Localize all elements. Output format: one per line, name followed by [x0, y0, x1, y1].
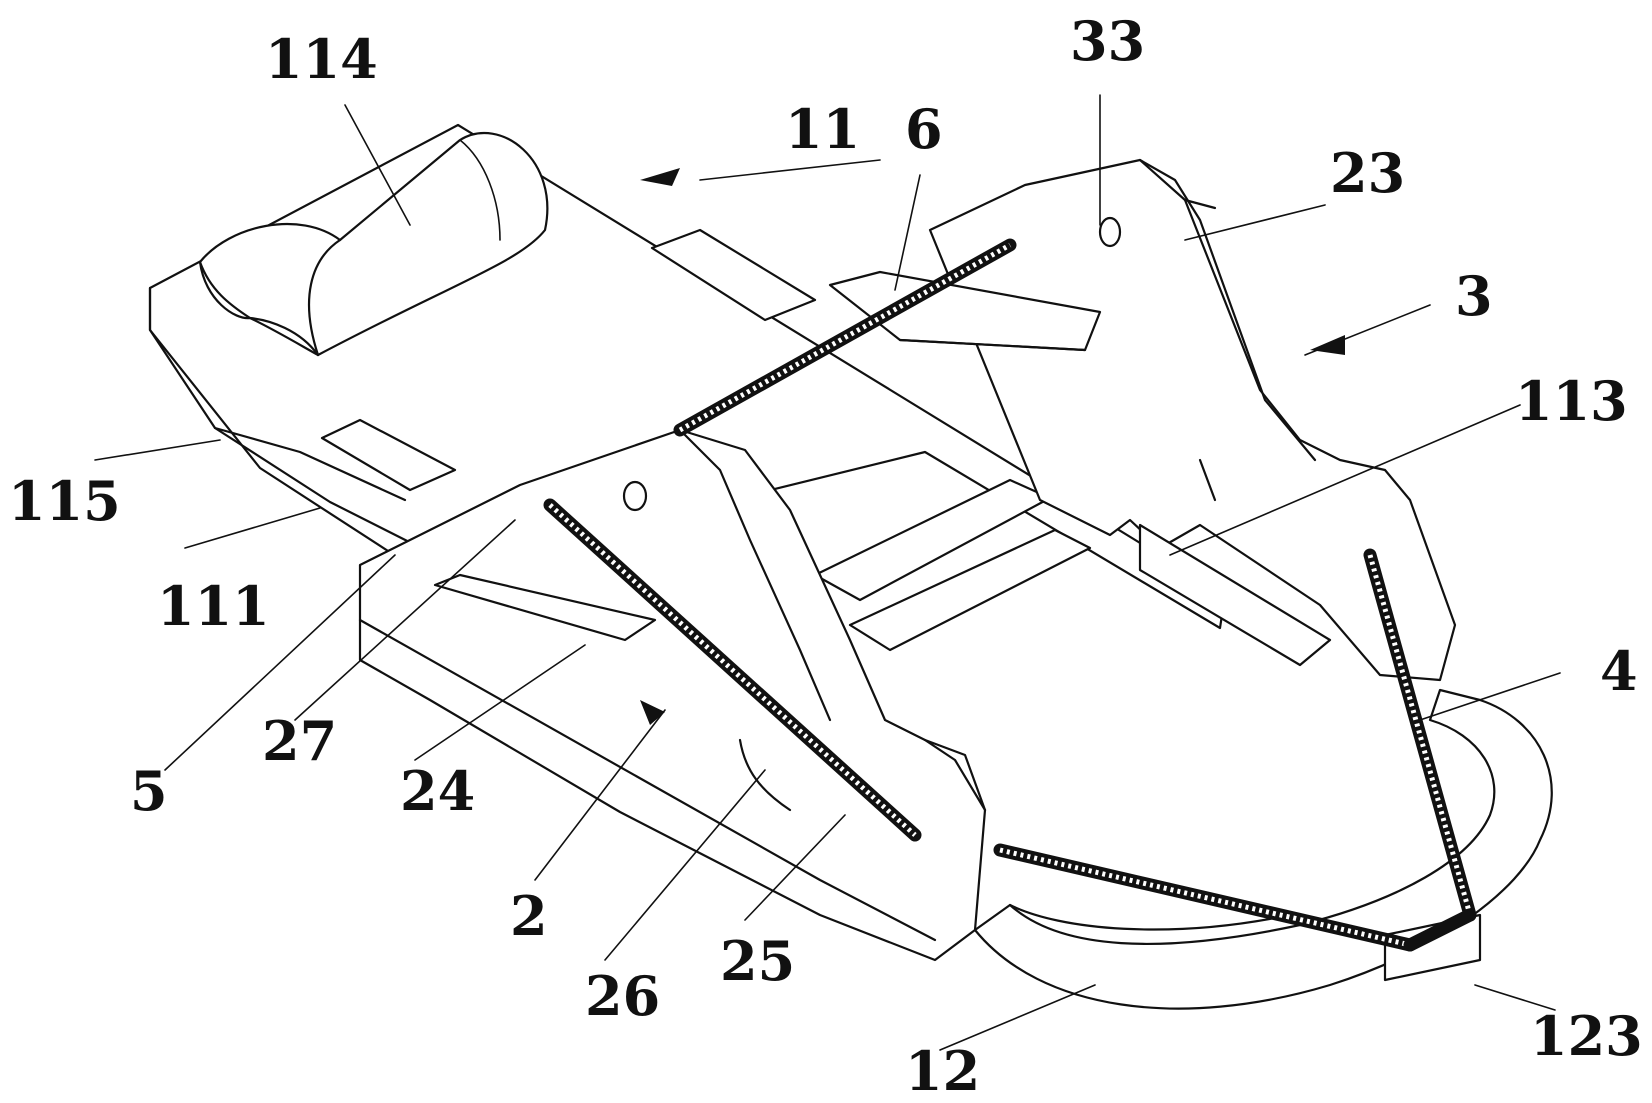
- label-23: 23: [1330, 141, 1405, 205]
- label-114: 114: [265, 27, 378, 91]
- label-25: 25: [720, 929, 795, 993]
- label-113: 113: [1515, 369, 1628, 433]
- label-2: 2: [510, 884, 548, 948]
- label-24: 24: [400, 759, 475, 823]
- lower-frame: [975, 690, 1552, 1009]
- label-27: 27: [262, 709, 337, 773]
- label-4: 4: [1600, 639, 1638, 703]
- label-11: 11: [785, 97, 860, 161]
- label-123: 123: [1530, 1004, 1643, 1068]
- label-5: 5: [130, 759, 168, 823]
- label-6: 6: [905, 97, 943, 161]
- label-115: 115: [8, 469, 121, 533]
- label-33: 33: [1070, 9, 1145, 73]
- label-3: 3: [1455, 264, 1493, 328]
- label-12: 12: [905, 1039, 980, 1103]
- label-111: 111: [157, 574, 270, 638]
- label-26: 26: [585, 964, 660, 1028]
